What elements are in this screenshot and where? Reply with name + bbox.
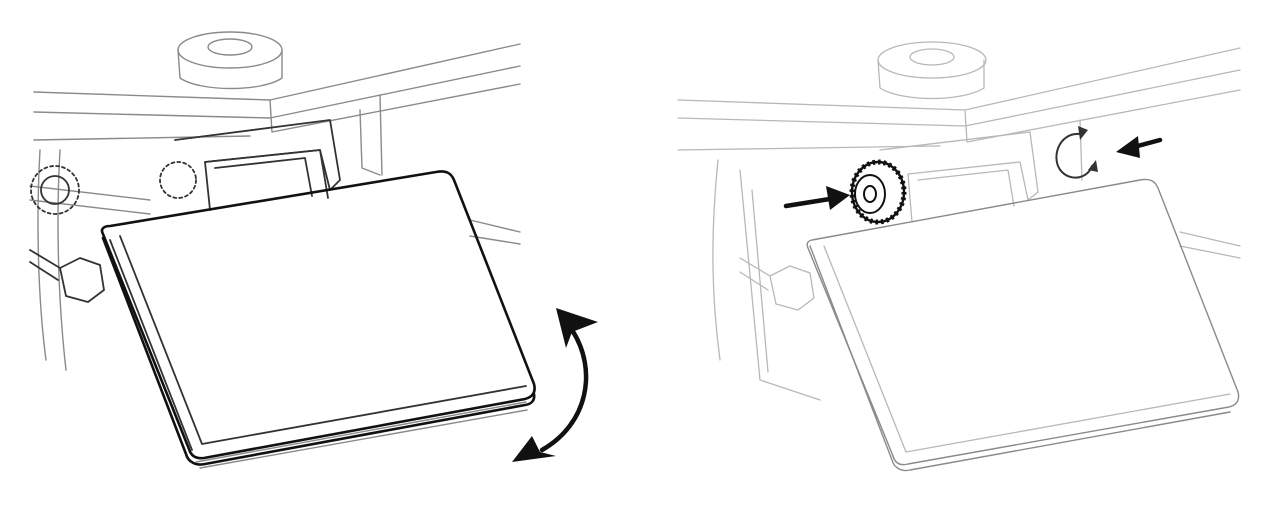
pointer-arrow: [783, 186, 850, 210]
double-curved-arrow: [512, 308, 598, 462]
top-knob: [177, 31, 283, 90]
rotate-clockwise-icon: [1055, 126, 1098, 179]
clamp-nut: [29, 249, 105, 303]
panel-tighten-knob-drawing: [677, 41, 1241, 472]
panel-adjust-tilt-drawing: [29, 31, 598, 469]
panel-tighten-knob: [640, 0, 1280, 524]
pointer-arrow: [1116, 136, 1163, 158]
panel-adjust-tilt: [29, 31, 598, 469]
clamp-nut: [739, 257, 815, 311]
hinge-clamp: [879, 131, 1039, 223]
display-plate: [100, 170, 536, 469]
mount-bracket: [29, 43, 521, 371]
hinge-clamp: [174, 119, 341, 211]
top-knob: [877, 41, 987, 100]
side-gear-left: [30, 161, 197, 215]
mount-bracket: [677, 47, 1241, 401]
display-plate: [806, 178, 1240, 472]
tightening-knob: [849, 159, 907, 225]
